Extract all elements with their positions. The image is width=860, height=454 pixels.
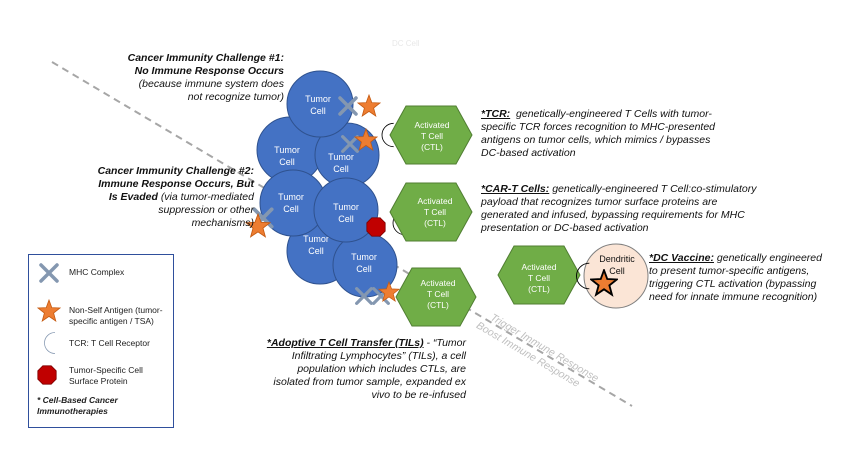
svg-text:Tumor: Tumor [274,145,300,155]
svg-text:Cell: Cell [333,164,349,174]
svg-text:T Cell: T Cell [421,131,443,141]
svg-text:Cell: Cell [310,106,326,116]
diagonal-labels: Trigger Immune Response Boost Immune Res… [474,312,601,390]
legend-tcr-label: TCR: T Cell Receptor [69,338,150,348]
svg-text:Tumor: Tumor [333,202,359,212]
svg-text:(CTL): (CTL) [528,284,550,294]
svg-text:(CTL): (CTL) [421,142,443,152]
act-description: *Adoptive T Cell Transfer (TILs) - “Tumo… [266,337,466,401]
tcr-receptor-icon [44,332,56,354]
top-faint-text: DC Cell [392,39,420,48]
svg-text:T Cell: T Cell [424,207,446,217]
svg-text:Cell: Cell [338,214,354,224]
trigger-label: Trigger Immune Response [488,312,601,385]
svg-text:Cell: Cell [356,264,372,274]
svg-text:Cell: Cell [283,204,299,214]
legend-surface-label: Tumor-Specific Cell Surface Protein [69,365,143,386]
activated-t-cell-2: Activated T Cell (CTL) [389,182,473,242]
legend-antigen-label: Non-Self Antigen (tumor- specific antige… [69,305,163,326]
svg-text:Tumor: Tumor [328,152,354,162]
svg-text:Cell: Cell [609,266,625,276]
activated-t-cell-3: Activated T Cell (CTL) [395,267,477,327]
svg-text:(CTL): (CTL) [424,218,446,228]
mhc-complex-icon [39,263,59,283]
svg-text:Tumor: Tumor [303,234,329,244]
svg-text:Tumor: Tumor [305,94,331,104]
challenge1-title: Cancer Immunity Challenge #1: No Immune … [127,52,284,77]
svg-text:T Cell: T Cell [427,289,449,299]
antigen-star-icon [357,94,381,117]
dendritic-cell: Dendritic Cell [583,243,649,309]
challenge2-block: Cancer Immunity Challenge #2: Immune Res… [97,165,254,229]
surface-protein-icon [37,365,57,385]
svg-text:Cell: Cell [279,157,295,167]
svg-text:Tumor: Tumor [351,252,377,262]
legend-mhc-label: MHC Complex [69,267,125,277]
activated-t-cell-1: Activated T Cell (CTL) [389,105,473,165]
tumor-surface-protein-icon [366,217,386,237]
antigen-star-icon [37,299,61,322]
legend-footnote: * Cell-Based Cancer Immunotherapies [37,395,118,416]
car-t-description: *CAR-T Cells: genetically-engineered T C… [481,183,757,234]
svg-text:Activated: Activated [421,278,456,288]
tumor-cell: Tumor Cell [286,70,354,138]
svg-text:Cell: Cell [308,246,324,256]
svg-text:Activated: Activated [418,196,453,206]
tumor-cell: Tumor Cell [332,232,398,298]
activated-t-cell-4: Activated T Cell (CTL) [497,245,581,305]
challenge1-note: (because immune system does not recogniz… [138,78,284,103]
dc-vaccine-description: *DC Vaccine: genetically engineered to p… [649,252,822,303]
svg-text:(CTL): (CTL) [427,300,449,310]
svg-text:T Cell: T Cell [528,273,550,283]
svg-text:Activated: Activated [522,262,557,272]
tcr-description: *TCR: genetically-engineered T Cells wit… [481,108,716,159]
svg-text:Dendritic: Dendritic [599,254,635,264]
svg-text:Activated: Activated [415,120,450,130]
legend: MHC Complex Non-Self Antigen (tumor- spe… [28,254,174,428]
svg-text:Tumor: Tumor [278,192,304,202]
tumor-cell: Tumor Cell [313,177,379,243]
